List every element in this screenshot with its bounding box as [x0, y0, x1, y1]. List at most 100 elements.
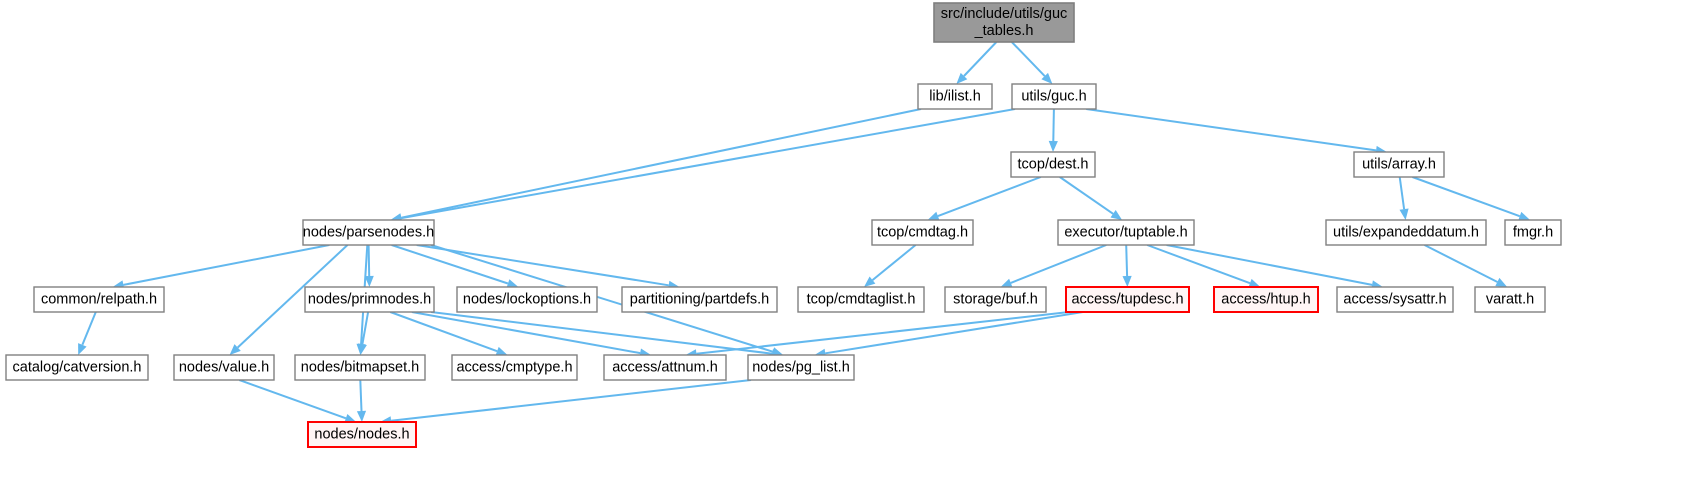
dependency-edge — [390, 379, 752, 422]
graph-node-partdefs[interactable]: partitioning/partdefs.h — [621, 286, 778, 313]
graph-node-lockoptions[interactable]: nodes/lockoptions.h — [456, 286, 598, 313]
dependency-edge — [696, 311, 1070, 355]
edge-arrowhead — [1248, 278, 1261, 288]
edge-layer — [78, 41, 1531, 426]
node-box[interactable] — [1474, 286, 1546, 313]
graph-node-tuptable[interactable]: executor/tuptable.h — [1057, 219, 1195, 246]
graph-node-value[interactable]: nodes/value.h — [173, 354, 275, 381]
node-box[interactable] — [747, 354, 855, 381]
dependency-edge — [389, 311, 498, 353]
graph-node-varatt[interactable]: varatt.h — [1474, 286, 1546, 313]
dependency-edge — [123, 244, 330, 286]
graph-node-pg_list[interactable]: nodes/pg_list.h — [747, 354, 855, 381]
node-box[interactable] — [1010, 151, 1096, 178]
node-box[interactable] — [917, 83, 993, 110]
edge-arrowhead — [506, 279, 519, 288]
dependency-edge — [825, 311, 1084, 355]
node-box[interactable] — [33, 286, 165, 313]
dependency-edge — [963, 41, 998, 77]
dependency-edge — [1010, 244, 1107, 284]
dependency-edge — [238, 379, 347, 420]
graph-node-catversion[interactable]: catalog/catversion.h — [5, 354, 149, 381]
graph-node-nodes[interactable]: nodes/nodes.h — [307, 421, 417, 448]
node-box[interactable] — [307, 421, 417, 448]
dependency-edge — [1412, 176, 1521, 218]
graph-node-expandeddatum[interactable]: utils/expandeddatum.h — [1325, 219, 1487, 246]
dependency-edge — [430, 244, 773, 353]
graph-node-tupdesc[interactable]: access/tupdesc.h — [1065, 286, 1190, 313]
dependency-edge — [1059, 176, 1114, 215]
dependency-edge — [1424, 244, 1498, 283]
edge-arrowhead — [864, 276, 876, 287]
edge-arrowhead — [78, 343, 87, 355]
graph-node-sysattr[interactable]: access/sysattr.h — [1336, 286, 1454, 313]
dependency-edge — [237, 244, 349, 349]
graph-node-guc_tables[interactable]: src/include/utils/guc_tables.h — [933, 2, 1075, 43]
graph-node-attnum[interactable]: access/attnum.h — [603, 354, 727, 381]
edge-arrowhead — [1495, 277, 1508, 287]
dependency-edge — [361, 311, 370, 345]
graph-node-cmdtaglist[interactable]: tcop/cmdtaglist.h — [797, 286, 925, 313]
node-box[interactable] — [1325, 219, 1487, 246]
dependency-edge — [937, 176, 1042, 218]
dependency-edge — [411, 311, 641, 355]
graph-node-ilist[interactable]: lib/ilist.h — [917, 83, 993, 110]
graph-node-bitmapset[interactable]: nodes/bitmapset.h — [294, 354, 426, 381]
node-box[interactable] — [456, 286, 598, 313]
node-box[interactable] — [5, 354, 149, 381]
node-box[interactable] — [944, 286, 1047, 313]
dependency-edge — [391, 244, 509, 285]
node-box[interactable] — [1504, 219, 1562, 246]
dependency-edge — [1052, 108, 1055, 142]
dependency-edge — [401, 108, 922, 219]
node-box[interactable] — [621, 286, 778, 313]
graph-node-buf[interactable]: storage/buf.h — [944, 286, 1047, 313]
graph-node-relpath[interactable]: common/relpath.h — [33, 286, 165, 313]
edge-arrowhead — [356, 410, 367, 422]
graph-node-primnodes[interactable]: nodes/primnodes.h — [304, 286, 435, 313]
node-box[interactable] — [933, 2, 1075, 43]
graph-node-cmptype[interactable]: access/cmptype.h — [451, 354, 578, 381]
node-box[interactable] — [871, 219, 974, 246]
edge-arrowhead — [364, 275, 374, 287]
node-box[interactable] — [1057, 219, 1195, 246]
edge-arrowhead — [1048, 140, 1058, 152]
node-box[interactable] — [294, 354, 426, 381]
node-layer: src/include/utils/guc_tables.h lib/ilist.… — [5, 2, 1562, 448]
dependency-edge — [1398, 176, 1406, 210]
node-box[interactable] — [304, 286, 435, 313]
edge-arrowhead — [1110, 210, 1123, 220]
node-box[interactable] — [1213, 286, 1319, 313]
graph-node-dest[interactable]: tcop/dest.h — [1010, 151, 1096, 178]
edge-arrowhead — [1399, 208, 1409, 220]
graph-node-cmdtag[interactable]: tcop/cmdtag.h — [871, 219, 974, 246]
node-box[interactable] — [451, 354, 578, 381]
graph-node-parsenodes[interactable]: nodes/parsenodes.h — [302, 219, 435, 246]
edge-arrowhead — [1000, 278, 1013, 288]
graph-node-array[interactable]: utils/array.h — [1353, 151, 1445, 178]
dependency-edge — [401, 108, 1016, 220]
dependency-edge — [1146, 244, 1251, 285]
node-box[interactable] — [1353, 151, 1445, 178]
node-box[interactable] — [603, 354, 727, 381]
node-box[interactable] — [797, 286, 925, 313]
dependency-edge — [367, 244, 371, 277]
graph-node-fmgr[interactable]: fmgr.h — [1504, 219, 1562, 246]
edge-arrowhead — [956, 72, 968, 84]
node-box[interactable] — [1065, 286, 1190, 313]
graph-node-guc[interactable]: utils/guc.h — [1011, 83, 1097, 110]
node-box[interactable] — [1011, 83, 1097, 110]
edge-arrowhead — [344, 414, 357, 423]
edge-arrowhead — [1518, 211, 1531, 221]
edge-arrowhead — [1041, 72, 1053, 84]
dependency-edge — [1166, 244, 1373, 286]
edge-arrowhead — [495, 346, 508, 356]
graph-node-htup[interactable]: access/htup.h — [1213, 286, 1319, 313]
dependency-edge — [359, 379, 363, 412]
node-box[interactable] — [173, 354, 275, 381]
edge-arrowhead — [357, 343, 367, 355]
node-box[interactable] — [1336, 286, 1454, 313]
node-box[interactable] — [302, 219, 435, 246]
